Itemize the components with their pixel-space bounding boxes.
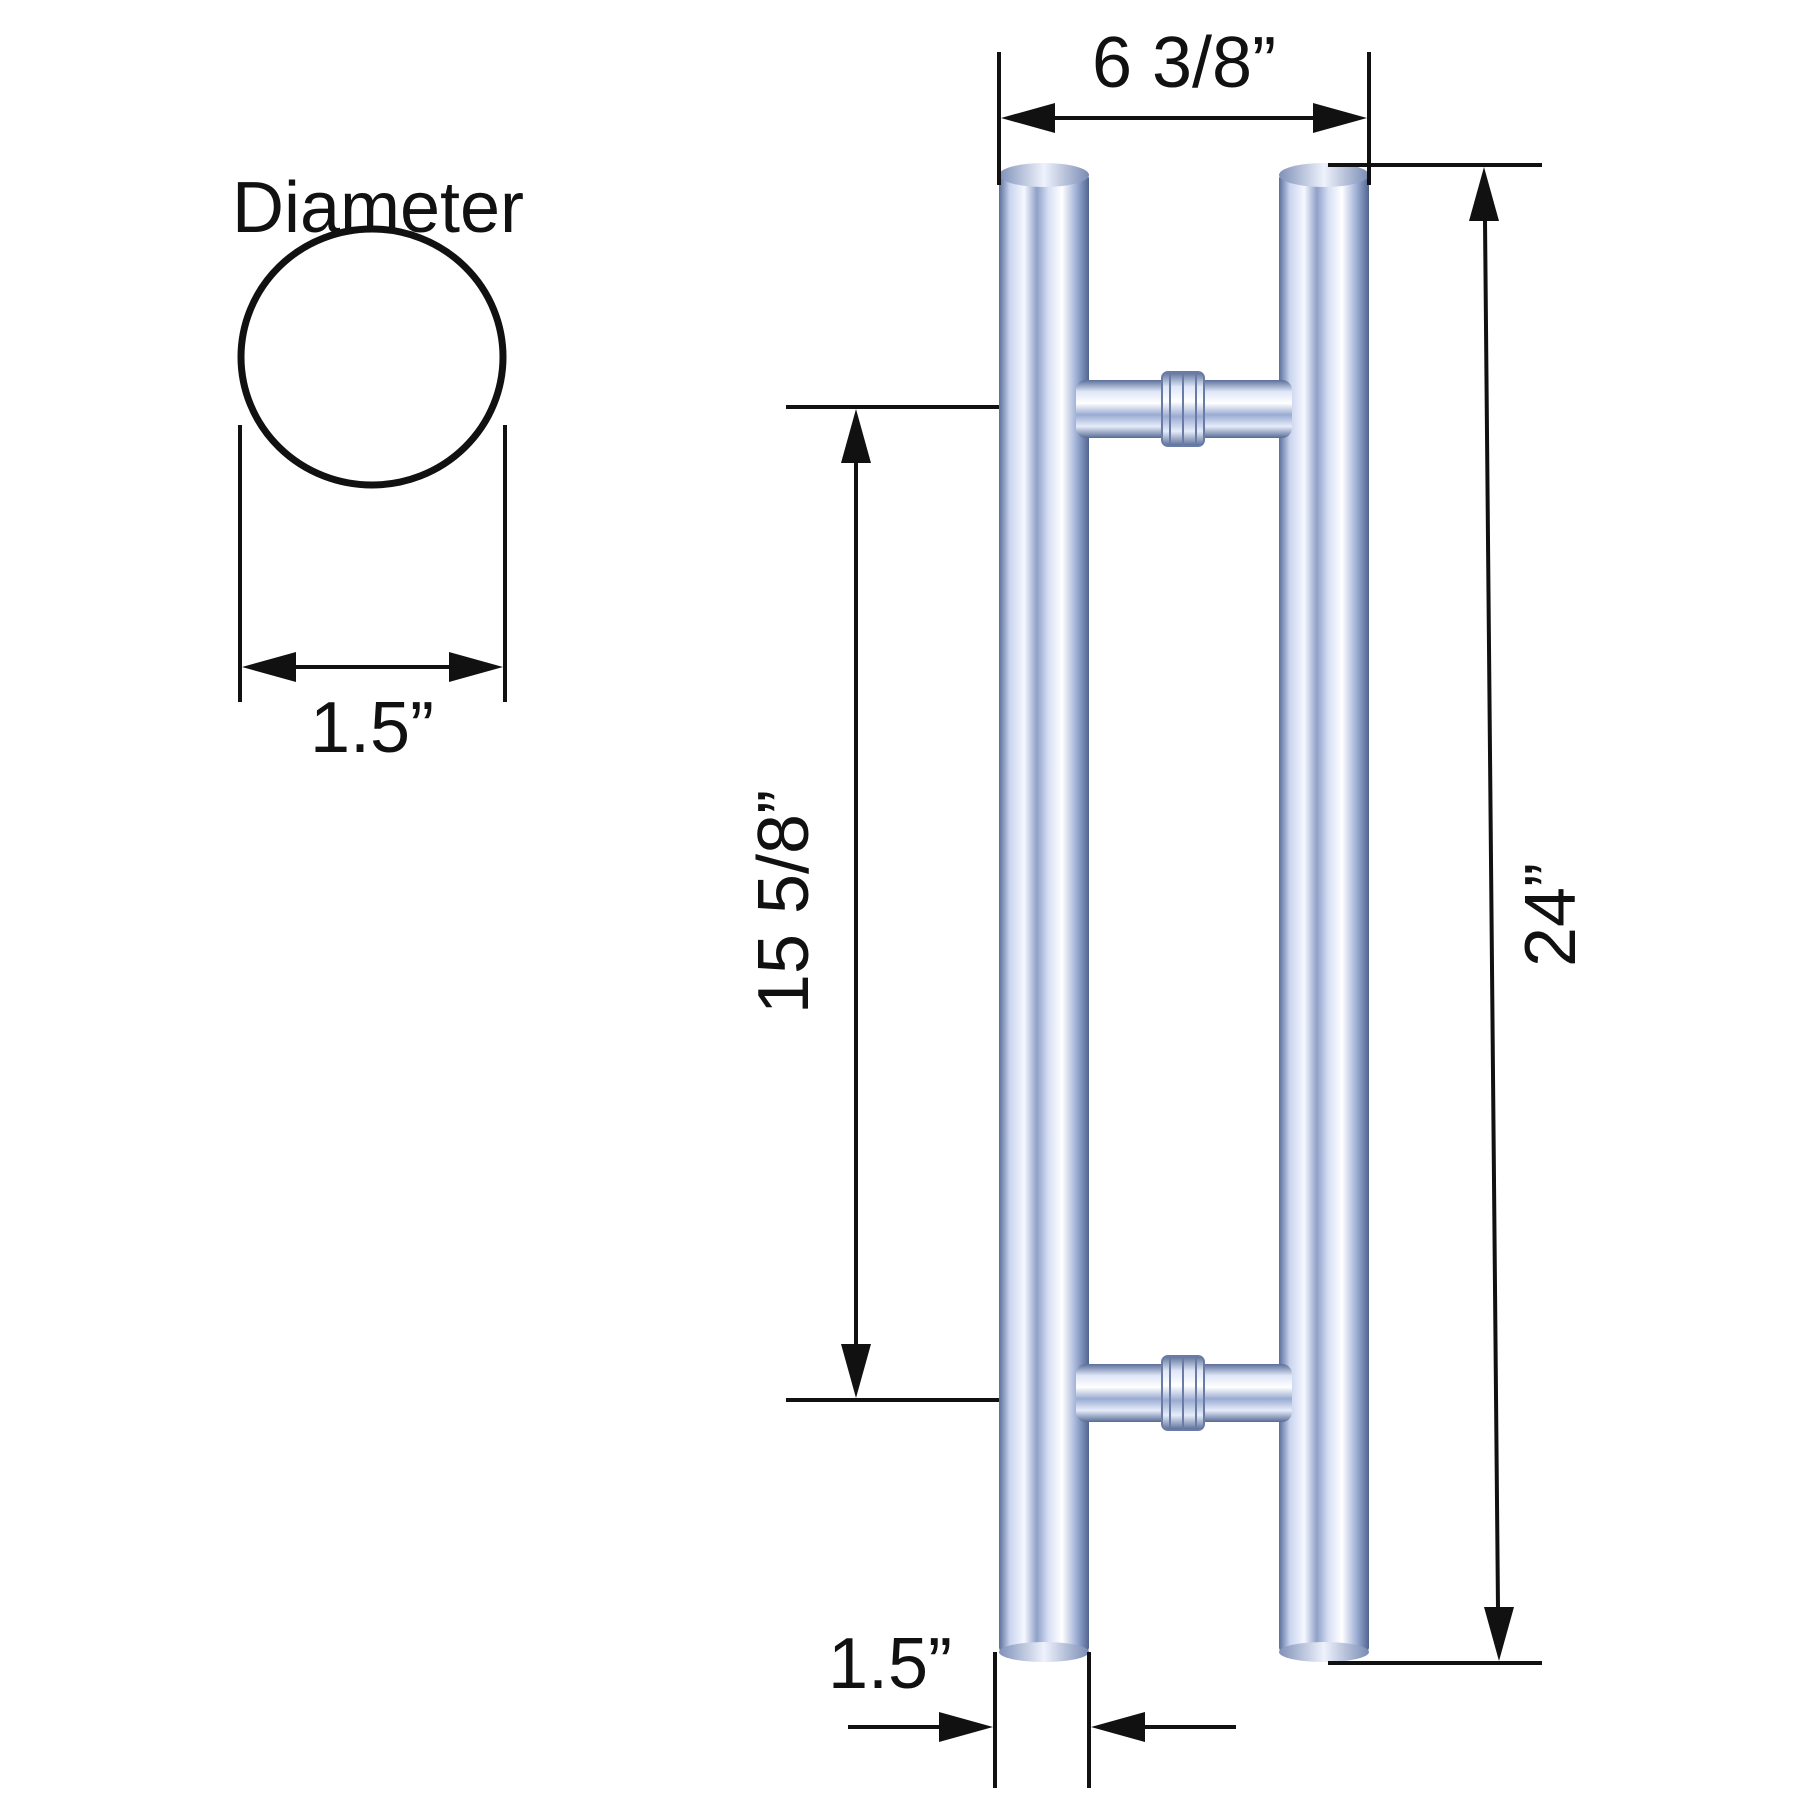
overall-length-dimension: 24” <box>1328 163 1591 1665</box>
bar-diameter-label: 1.5” <box>828 1624 952 1704</box>
diameter-width-label: 1.5” <box>310 688 434 768</box>
left-bar <box>999 173 1089 1653</box>
lower-standoff <box>1076 1355 1292 1431</box>
diameter-arrow-left <box>242 652 296 682</box>
door-handle <box>999 163 1369 1662</box>
left-bar-top-cap <box>999 163 1089 187</box>
mounting-span-dimension: 15 5/8” <box>744 405 999 1402</box>
width-label: 6 3/8” <box>1092 23 1276 103</box>
overall-length-label: 24” <box>1511 863 1591 967</box>
diameter-title: Diameter <box>232 168 524 248</box>
diameter-circle <box>237 225 507 489</box>
right-bar-top-cap <box>1279 163 1369 187</box>
left-bar-bottom-cap <box>999 1642 1089 1662</box>
span-arrow-top <box>841 409 871 463</box>
right-bar-bottom-cap <box>1279 1642 1369 1662</box>
mounting-span-label: 15 5/8” <box>744 790 824 1014</box>
bar-arrow-left <box>939 1712 993 1742</box>
length-dimension-line <box>1483 219 1500 1609</box>
bar-diameter-dimension: 1.5” <box>828 1624 1236 1788</box>
width-dimension: 6 3/8” <box>997 23 1371 185</box>
width-arrow-left <box>1001 103 1055 133</box>
diameter-arrow-right <box>449 652 503 682</box>
length-arrow-top <box>1469 167 1499 221</box>
right-bar <box>1279 173 1369 1653</box>
bar-arrow-right <box>1091 1712 1145 1742</box>
diameter-section: Diameter 1.5” <box>232 168 524 768</box>
length-arrow-bottom <box>1484 1607 1514 1661</box>
upper-standoff <box>1076 371 1292 447</box>
width-arrow-right <box>1313 103 1367 133</box>
span-arrow-bottom <box>841 1344 871 1398</box>
